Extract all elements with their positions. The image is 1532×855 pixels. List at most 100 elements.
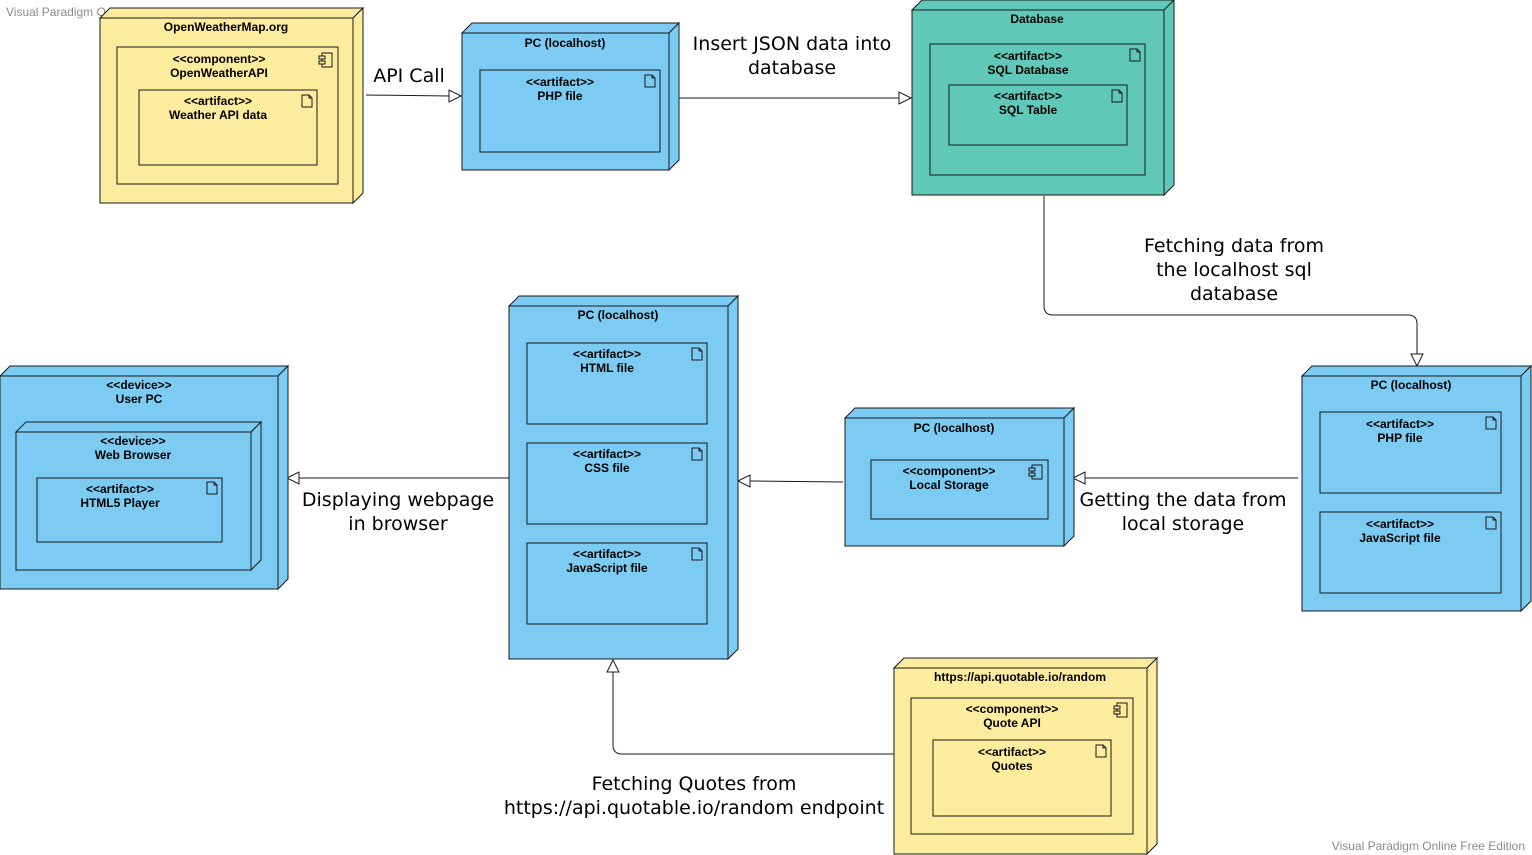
artifact-html5-player: <<artifact>> HTML5 Player (36, 477, 223, 543)
edge-label-line: Insert JSON data into (693, 33, 892, 55)
artifact-box (36, 477, 223, 543)
artifact-name: JavaScript file (1359, 531, 1441, 545)
artifact-quotes: <<artifact>> Quotes (932, 739, 1112, 817)
node-openweathermap: OpenWeatherMap.org <<component>> OpenWea… (98, 6, 365, 205)
edge-label-line: the localhost sql (1156, 259, 1312, 281)
component-local-storage: <<component>> Local Storage (870, 459, 1049, 520)
component-icon (1028, 464, 1043, 480)
node-title: User PC (116, 392, 163, 406)
stereotype-label: <<artifact>> (978, 745, 1046, 759)
node-pc-web-side (727, 294, 739, 661)
node-web-browser-side (250, 420, 262, 572)
edge-label-line: Fetching data from (1144, 235, 1324, 257)
artifact-name: HTML5 Player (80, 496, 160, 510)
node-database-side (1163, 0, 1175, 197)
artifact-php-file: <<artifact>> PHP file (1319, 411, 1502, 494)
component-name: Local Storage (909, 478, 989, 492)
component-box (870, 459, 1049, 520)
node-user-pc: <<device>> User PC <<device>> Web Browse… (0, 364, 290, 591)
node-quotable-api: https://api.quotable.io/random <<compone… (892, 656, 1159, 855)
stereotype-label: <<component>> (173, 52, 266, 66)
artifact-box (526, 342, 708, 425)
node-database: Database <<artifact>> SQL Database <<art… (910, 0, 1175, 197)
edge-quotes (612, 672, 894, 755)
artifact-javascript-file: <<artifact>> JavaScript file (1319, 511, 1502, 594)
edge-quotes-arrowhead (606, 658, 620, 673)
edge-storage-to-web (749, 480, 844, 483)
edge-local-storage-arrowhead (1071, 471, 1086, 485)
artifact-html-file: <<artifact>> HTML file (526, 342, 708, 425)
artifact-box (138, 89, 318, 166)
artifact-box (526, 542, 708, 625)
node-name: Web Browser (95, 448, 172, 462)
document-icon (1129, 48, 1141, 62)
artifact-name: Quotes (991, 759, 1033, 773)
edge-insert-json-arrowhead (898, 91, 913, 105)
node-pc-right-side (1520, 364, 1532, 613)
stereotype-label: <<component>> (903, 464, 996, 478)
artifact-name: Weather API data (169, 108, 267, 122)
artifact-box (1319, 411, 1502, 494)
stereotype-label: <<artifact>> (994, 49, 1062, 63)
stereotype-label: <<artifact>> (573, 547, 641, 561)
edge-label-line: local storage (1122, 513, 1245, 535)
artifact-javascript-file: <<artifact>> JavaScript file (526, 542, 708, 625)
document-icon (691, 447, 703, 461)
component-icon (1113, 702, 1128, 718)
edge-label-line: database (748, 57, 836, 79)
artifact-name: JavaScript file (566, 561, 648, 575)
node-pc-php-top (460, 22, 681, 34)
edge-label-line: https://api.quotable.io/random endpoint (504, 797, 884, 819)
node-pc-storage-top (843, 407, 1076, 419)
artifact-weather-api-data: <<artifact>> Weather API data (138, 89, 318, 166)
document-icon (691, 547, 703, 561)
artifact-box (932, 739, 1112, 817)
edge-label-line: Fetching Quotes from (592, 773, 797, 795)
artifact-name: SQL Database (987, 63, 1068, 77)
edge-label-local-storage: Getting the data from local storage (1079, 489, 1286, 535)
document-icon (206, 481, 218, 495)
document-icon (1485, 416, 1497, 430)
stereotype-label: <<artifact>> (573, 347, 641, 361)
node-title: OpenWeatherMap.org (164, 20, 288, 34)
document-icon (1485, 516, 1497, 530)
component-icon (318, 52, 333, 68)
node-web-browser-top (14, 421, 263, 433)
edge-api-call-arrowhead (448, 89, 463, 103)
document-icon (1111, 89, 1123, 103)
artifact-name: HTML file (580, 361, 634, 375)
node-pc-right: PC (localhost) <<artifact>> PHP file <<a… (1300, 364, 1532, 613)
node-title: PC (localhost) (578, 308, 659, 322)
stereotype-label: <<artifact>> (86, 482, 154, 496)
edge-label-line: Getting the data from (1079, 489, 1286, 511)
document-icon (1095, 744, 1107, 758)
artifact-name: PHP file (537, 89, 582, 103)
node-title: PC (localhost) (914, 421, 995, 435)
stereotype-label: <<artifact>> (184, 94, 252, 108)
edge-label-line: Displaying webpage (302, 489, 494, 511)
stereotype-label: <<device>> (100, 434, 165, 448)
node-title: Database (1010, 12, 1064, 26)
edge-api-call (365, 94, 451, 97)
node-user-pc-side (277, 364, 289, 591)
artifact-name: SQL Table (999, 103, 1058, 117)
node-pc-right-top (1300, 365, 1532, 377)
stereotype-label: <<component>> (966, 702, 1059, 716)
stereotype-label: <<artifact>> (526, 75, 594, 89)
edge-storage-to-web-arrowhead (736, 474, 751, 488)
document-icon (691, 347, 703, 361)
artifact-name: CSS file (584, 461, 630, 475)
edge-display-arrowhead (285, 471, 300, 485)
artifact-sql-table: <<artifact>> SQL Table (948, 84, 1128, 146)
stereotype-label: <<device>> (106, 378, 171, 392)
edge-label-line: API Call (373, 65, 445, 87)
edge-fetch-sql (1043, 196, 1418, 354)
node-title: PC (localhost) (525, 36, 606, 50)
artifact-box (526, 442, 708, 525)
edge-fetch-sql-arrowhead (1410, 353, 1424, 368)
node-pc-web-top (507, 295, 740, 307)
node-quotable-api-top (892, 657, 1159, 669)
edge-label-quotes: Fetching Quotes from https://api.quotabl… (504, 773, 884, 819)
node-pc-web: PC (localhost) <<artifact>> HTML file <<… (507, 294, 740, 661)
